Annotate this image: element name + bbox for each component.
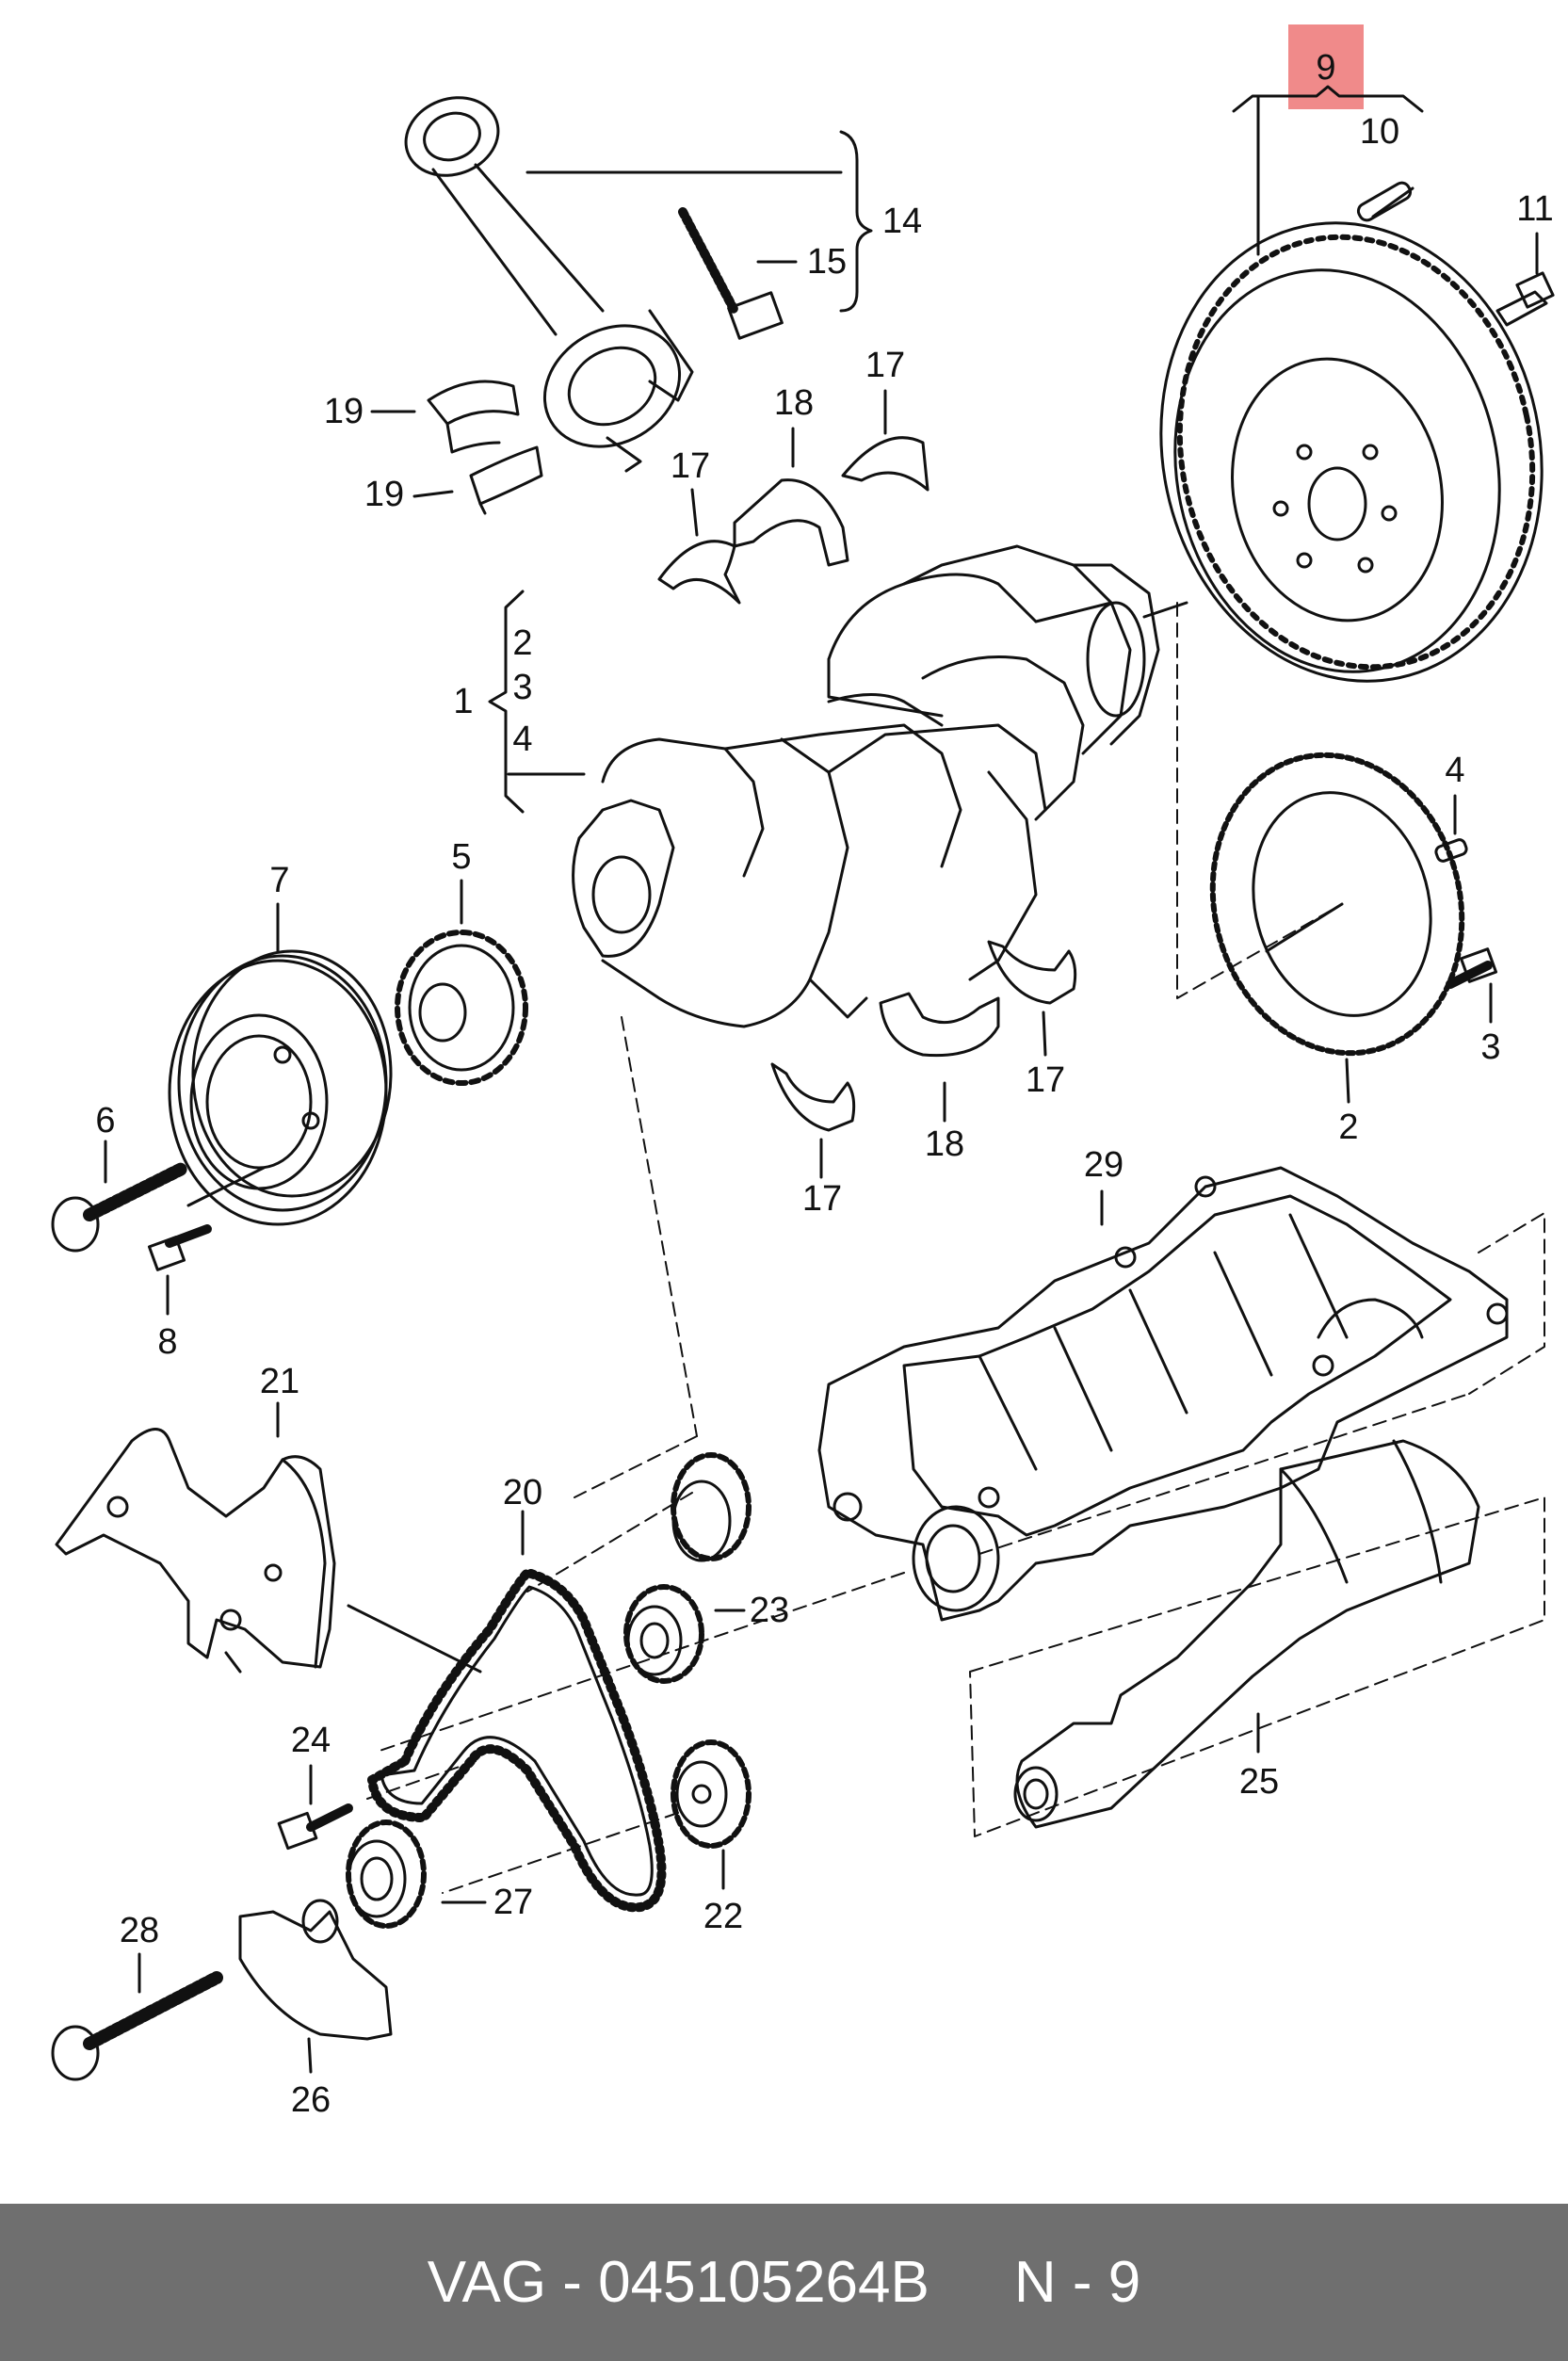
oil-pan-bedplate [817,1166,1509,1622]
callout-10: 10 [1359,112,1400,152]
flywheel [1159,221,1544,683]
thrust-washer-upper-left [657,540,741,605]
callout-17-upper-right: 17 [865,346,906,385]
part-number-label: VAG - 045105264B [427,2250,929,2315]
callout-15: 15 [806,242,848,282]
callout-24: 24 [290,1721,331,1760]
callout-27: 27 [493,1883,534,1922]
flywheel-bolt [1495,271,1555,327]
bracket-9 [1232,85,1424,113]
main-bearing-shell-upper [733,478,849,567]
callout-17-upper-left: 17 [670,446,711,486]
callout-18-lower: 18 [924,1124,965,1164]
callout-1: 1 [453,682,474,721]
bracket-14 [839,130,873,313]
conrod-bolt [678,207,784,340]
callout-29: 29 [1083,1145,1124,1185]
balance-shaft [1013,1439,1480,1829]
pulley-center-bolt [51,1161,190,1253]
reluctor-ring [1209,752,1465,1057]
callout-28: 28 [119,1911,160,1950]
callout-3-lower: 3 [1480,1027,1501,1067]
thrust-washer-lower-right [987,940,1077,1005]
crank-sprocket [395,930,528,1086]
balance-weight [238,1899,393,2041]
conrod-bearing-shells [427,380,543,515]
reluctor-pin [1434,838,1468,863]
thrust-washer-lower-left [770,1062,856,1132]
connecting-rod [404,96,694,473]
thrust-washer-upper-right [841,436,929,492]
callout-8: 8 [157,1322,178,1362]
callout-2-upper: 2 [512,623,533,663]
callout-4-upper: 4 [512,720,533,759]
chain-tensioner-guide [55,1428,336,1674]
callout-11: 11 [1516,189,1554,229]
sprocket-22 [671,1739,752,1849]
callout-5: 5 [451,837,472,877]
callout-17-lower-left: 17 [801,1179,843,1219]
callout-2-lower: 2 [1338,1108,1359,1147]
exploded-parts-diagram [51,85,1555,2081]
callout-4-lower: 4 [1445,751,1465,790]
callout-9: 9 [1316,48,1336,88]
sprocket-23 [623,1584,704,1684]
balance-shaft-axis [978,1393,1470,1555]
center-axis-upper [1176,602,1343,999]
crankshaft-pulley [168,949,393,1226]
sprocket-bolt [277,1803,353,1851]
callout-7: 7 [269,861,290,900]
callout-19-lower: 19 [364,475,405,514]
main-bearing-shell-lower [879,992,1000,1058]
part-number-footer: VAG - 045105264B N - 9 [0,2204,1568,2361]
callout-20: 20 [502,1473,543,1512]
pulley-bolt [147,1224,212,1271]
diagram-position-label: N - 9 [1013,2250,1141,2315]
callout-19-upper: 19 [323,392,364,431]
callout-25: 25 [1238,1762,1280,1802]
callout-22: 22 [703,1897,744,1936]
callout-14: 14 [881,202,923,241]
callout-21: 21 [259,1362,300,1401]
callout-3-upper: 3 [512,668,533,707]
callout-23: 23 [749,1591,790,1630]
intermediate-sprocket [671,1452,752,1562]
callout-26: 26 [290,2080,331,2120]
callout-6: 6 [95,1101,116,1140]
callout-18-upper: 18 [773,383,815,423]
sprocket-27 [346,1819,427,1929]
balance-weight-bolt [51,1971,223,2081]
bracket-1 [488,590,525,814]
reluctor-bolt [1446,947,1498,989]
callout-17-lower-right: 17 [1025,1060,1066,1100]
dowel-pin [1356,181,1413,222]
crankshaft [572,544,1160,1028]
timing-chain [367,1568,667,1913]
